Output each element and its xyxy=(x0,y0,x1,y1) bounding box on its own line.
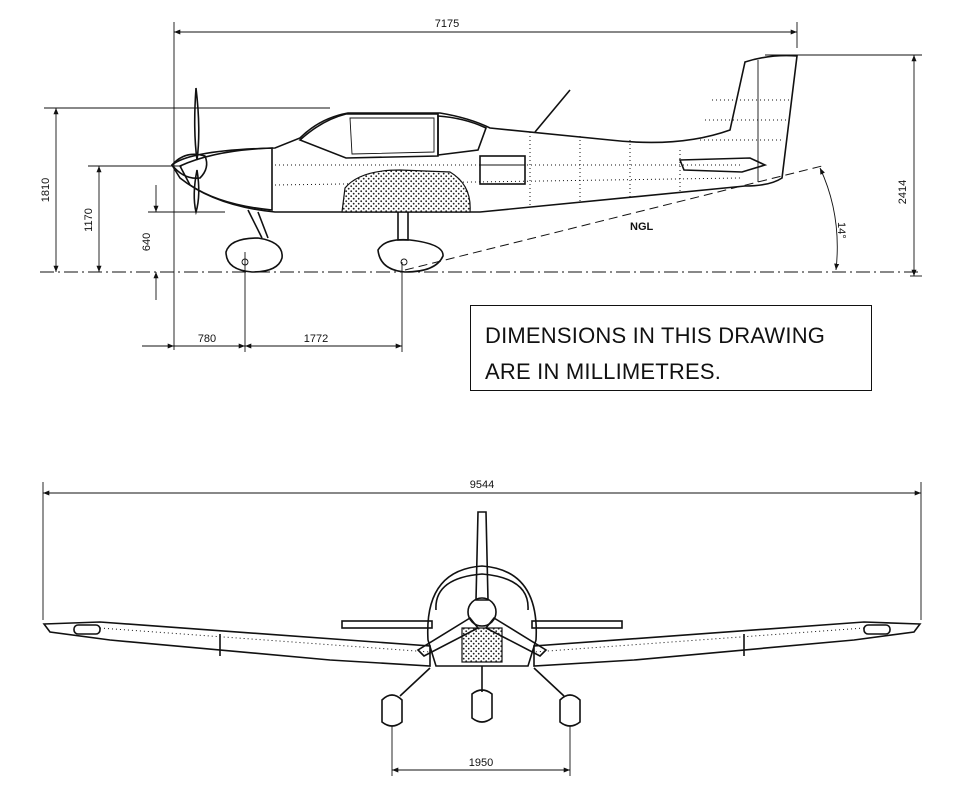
height-propeller-dimension: 1810 xyxy=(40,107,330,272)
nose-to-main-label: 780 xyxy=(198,333,216,345)
overall-length-label: 7175 xyxy=(435,18,459,30)
ngl-angle: NGL 14° xyxy=(404,164,847,271)
track-label: 1950 xyxy=(469,757,493,769)
height-propeller-label: 1810 xyxy=(40,178,52,202)
aircraft-side-silhouette xyxy=(170,54,798,273)
height-spinner-label: 1170 xyxy=(83,208,95,232)
wheelbase-label: 1772 xyxy=(304,333,328,345)
front-view: 9544 xyxy=(42,479,922,776)
height-tail-dimension: 2414 xyxy=(765,54,922,277)
ngl-label: NGL xyxy=(630,221,654,233)
units-note: DIMENSIONS IN THIS DRAWING ARE IN MILLIM… xyxy=(470,305,872,391)
height-small-dimension: 640 xyxy=(141,185,225,300)
angle-label: 14° xyxy=(835,222,847,239)
length-dimension: 7175 xyxy=(173,18,798,350)
wheelbase-dimensions: 780 1772 xyxy=(142,252,403,352)
side-view: 7175 1810 1170 640 2414 xyxy=(40,18,922,352)
aircraft-front-silhouette xyxy=(42,511,922,727)
wingspan-dimension: 9544 xyxy=(42,479,922,620)
height-tail-label: 2414 xyxy=(897,180,909,204)
height-small-label: 640 xyxy=(141,233,153,251)
track-dimension: 1950 xyxy=(391,726,571,776)
wingspan-label: 9544 xyxy=(470,479,494,491)
height-spinner-dimension: 1170 xyxy=(83,165,182,272)
units-note-line-1: DIMENSIONS IN THIS DRAWING xyxy=(485,323,826,348)
units-note-line-2: ARE IN MILLIMETRES. xyxy=(485,359,722,384)
